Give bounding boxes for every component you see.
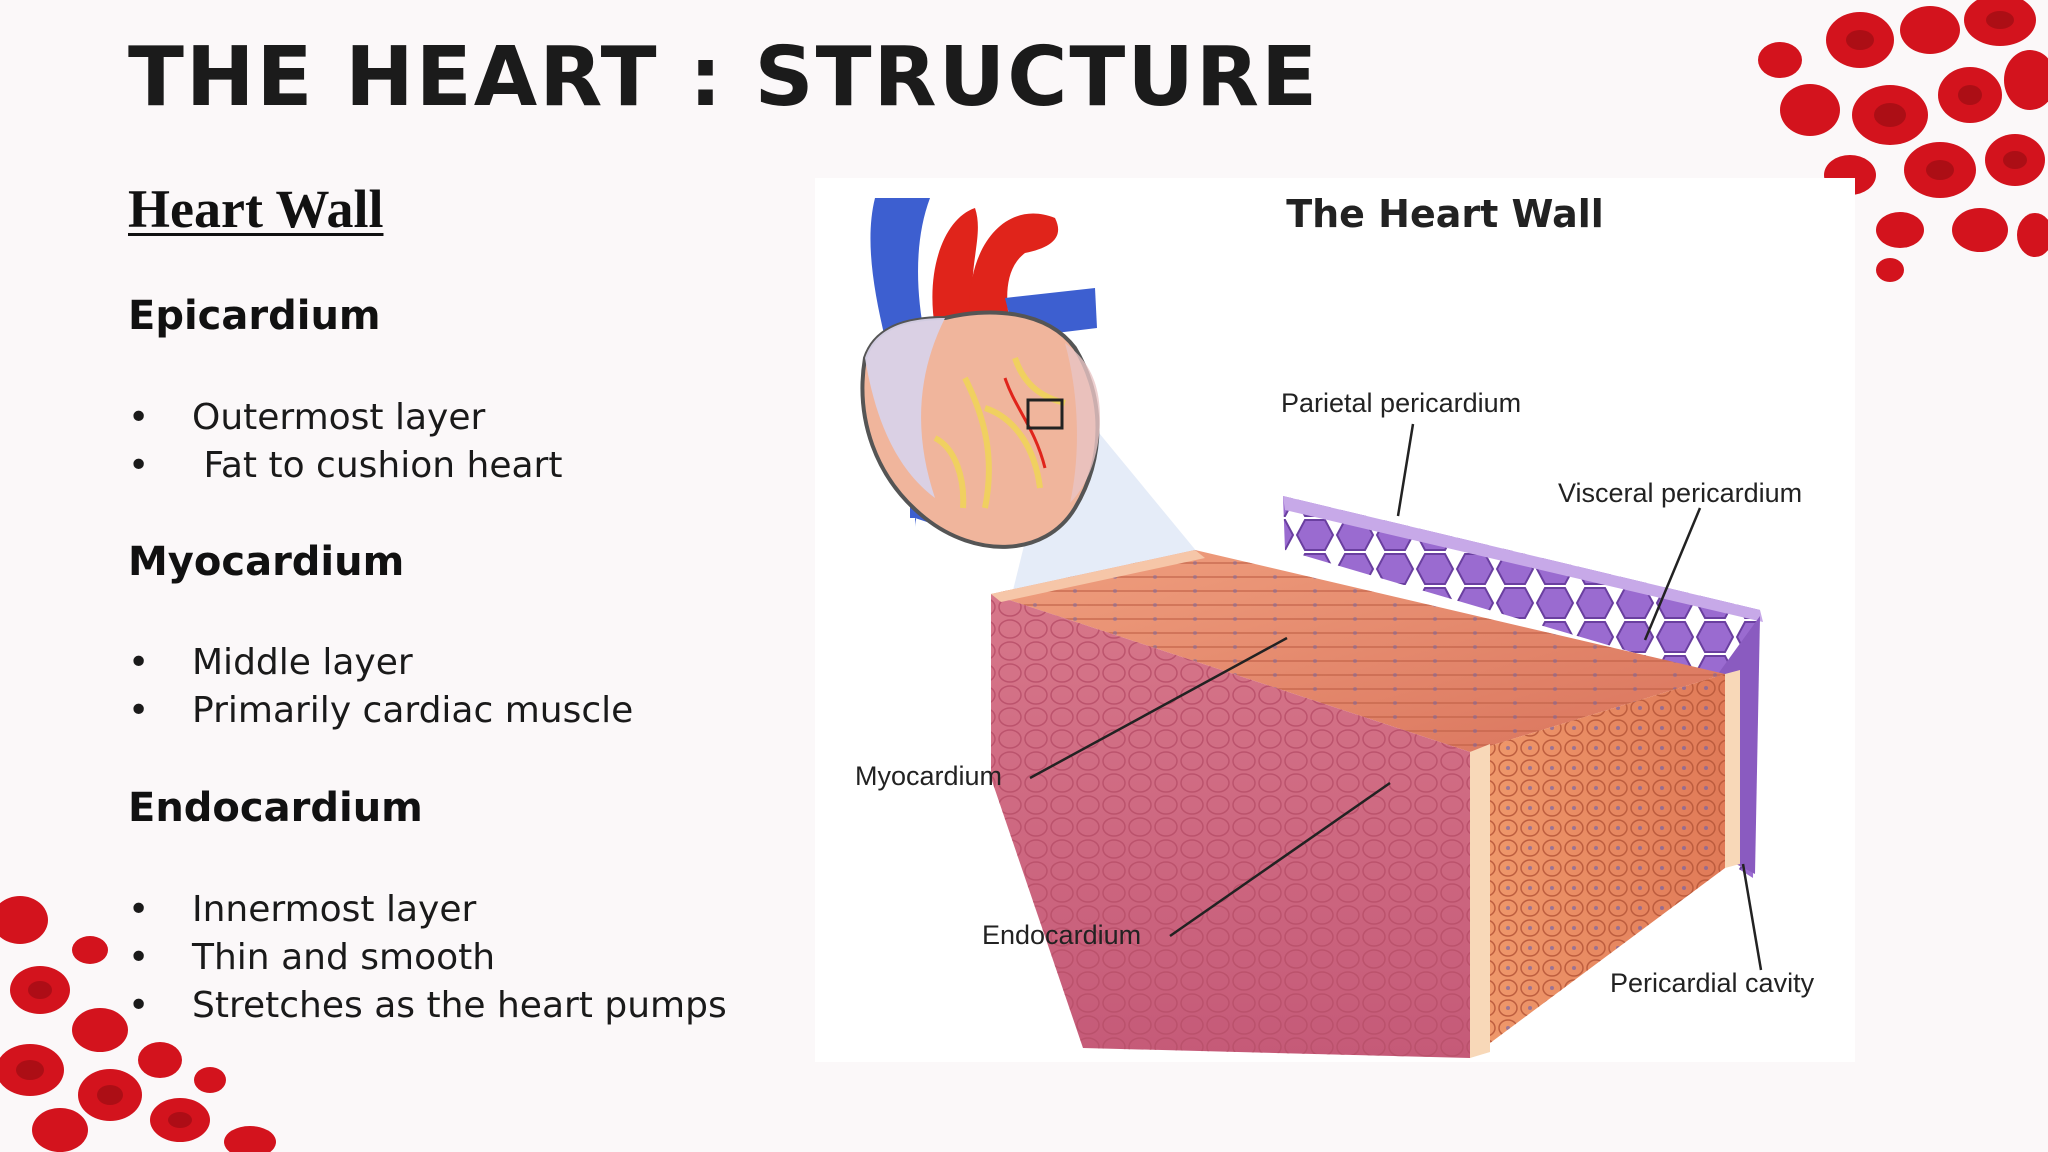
bullet-marker: • — [128, 690, 150, 731]
heart-wall-diagram: The Heart Wall Parietal pericardium Visc… — [815, 178, 1855, 1062]
layer-heading-epicardium: Epicardium — [128, 293, 381, 339]
heart-illustration — [860, 198, 1100, 549]
list-item: • Stretches as the heart pumps — [128, 982, 727, 1030]
layer-heading-myocardium: Myocardium — [128, 539, 405, 585]
bullet-list-endocardium: • Innermost layer • Thin and smooth • Stret… — [128, 886, 727, 1030]
bullet-list-epicardium: • Outermost layer • Fat to cushion heart — [128, 394, 562, 490]
list-item: • Fat to cushion heart — [128, 442, 562, 490]
label-leader-lines — [1029, 423, 1763, 971]
bullet-marker: • — [128, 889, 150, 930]
label-myocardium: Myocardium — [855, 761, 1003, 791]
zoom-region-marker — [1026, 398, 1064, 430]
bullet-text: Primarily cardiac muscle — [192, 690, 634, 731]
list-item: • Outermost layer — [128, 394, 562, 442]
bullet-marker: • — [128, 937, 150, 978]
bullet-text: Outermost layer — [192, 397, 486, 438]
slide-title: THE HEART : STRUCTURE — [128, 30, 1320, 125]
list-item: • Thin and smooth — [128, 934, 727, 982]
bullet-marker: • — [128, 985, 150, 1026]
list-item: • Middle layer — [128, 639, 633, 687]
label-pericardial-cavity: Pericardial cavity — [1610, 968, 1815, 998]
myocardium-block — [991, 550, 1740, 1058]
section-title: Heart Wall — [128, 179, 384, 239]
blood-cells-decoration-top — [1758, 0, 2048, 282]
heart-wall-illustration — [860, 198, 1763, 1058]
list-item: • Innermost layer — [128, 886, 727, 934]
bullet-list-myocardium: • Middle layer • Primarily cardiac muscle — [128, 639, 633, 735]
diagram-title: The Heart Wall — [1286, 192, 1604, 236]
label-endocardium: Endocardium — [982, 920, 1142, 950]
bullet-marker: • — [128, 445, 150, 486]
bullet-text: Thin and smooth — [192, 937, 496, 978]
bullet-text: Fat to cushion heart — [192, 445, 563, 486]
label-visceral-pericardium: Visceral pericardium — [1558, 478, 1803, 508]
bullet-text: Innermost layer — [192, 889, 477, 930]
layer-heading-endocardium: Endocardium — [128, 785, 423, 831]
bullet-text: Middle layer — [192, 642, 413, 683]
bullet-marker: • — [128, 397, 150, 438]
bullet-text: Stretches as the heart pumps — [192, 985, 727, 1026]
blood-cells-decoration-bottom — [0, 896, 276, 1152]
bullet-marker: • — [128, 642, 150, 683]
label-parietal-pericardium: Parietal pericardium — [1281, 388, 1522, 418]
list-item: • Primarily cardiac muscle — [128, 687, 633, 735]
